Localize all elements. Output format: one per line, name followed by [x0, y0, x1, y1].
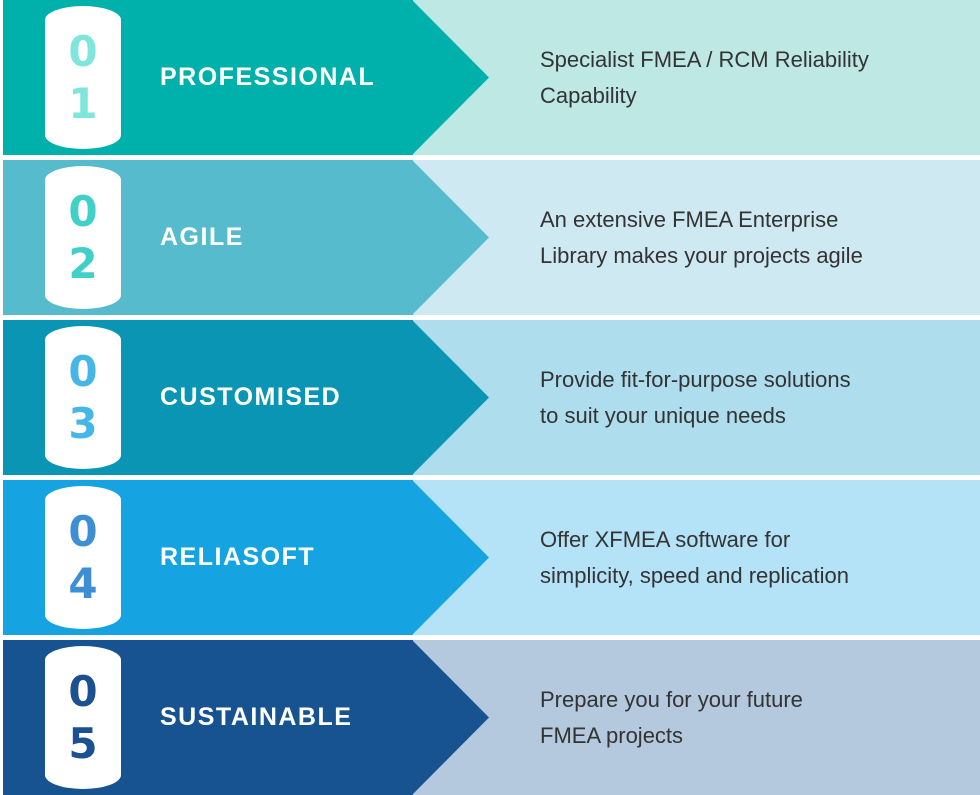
step-title: AGILE — [160, 223, 244, 251]
step-number-digit: 2 — [68, 238, 98, 288]
step-description: Prepare you for your future FMEA project… — [540, 686, 803, 748]
step-title: CUSTOMISED — [160, 383, 342, 411]
step-title: PROFESSIONAL — [160, 63, 376, 91]
step-row-sustainable: 0 5 SUSTAINABLE Prepare you for your fut… — [0, 640, 980, 795]
step-description-panel — [413, 0, 980, 155]
step-description-panel — [413, 640, 980, 795]
step-number-badge: 0 3 — [45, 326, 121, 469]
step-description: An extensive FMEA Enterprise Library mak… — [540, 206, 863, 268]
step-description-panel — [413, 160, 980, 315]
step-description-panel — [413, 320, 980, 475]
step-row-reliasoft: 0 4 RELIASOFT Offer XFMEA software for s… — [0, 480, 980, 635]
step-number-digit: 0 — [68, 666, 98, 716]
step-number-digit: 0 — [68, 506, 98, 556]
step-number-badge: 0 1 — [45, 6, 121, 149]
step-number-digit: 1 — [68, 78, 98, 128]
step-number-digit: 5 — [68, 718, 98, 768]
step-row-customised: 0 3 CUSTOMISED Provide fit-for-purpose s… — [0, 320, 980, 475]
step-description: Offer XFMEA software for simplicity, spe… — [540, 526, 849, 588]
step-number-digit: 4 — [68, 558, 98, 608]
step-row-agile: 0 2 AGILE An extensive FMEA Enterprise L… — [0, 160, 980, 315]
step-number-digit: 0 — [68, 346, 98, 396]
step-number-digit: 0 — [68, 186, 98, 236]
step-number-digit: 3 — [68, 398, 98, 448]
step-number-digit: 0 — [68, 26, 98, 76]
step-row-professional: 0 1 PROFESSIONAL Specialist FMEA / RCM R… — [0, 0, 980, 155]
step-title: RELIASOFT — [160, 543, 316, 571]
step-description: Provide fit-for-purpose solutions to sui… — [540, 366, 851, 428]
step-number-badge: 0 4 — [45, 486, 121, 629]
step-description-panel — [413, 480, 980, 635]
step-title: SUSTAINABLE — [160, 703, 353, 731]
step-number-badge: 0 5 — [45, 646, 121, 789]
step-number-badge: 0 2 — [45, 166, 121, 309]
step-description: Specialist FMEA / RCM Reliability Capabi… — [540, 46, 869, 108]
